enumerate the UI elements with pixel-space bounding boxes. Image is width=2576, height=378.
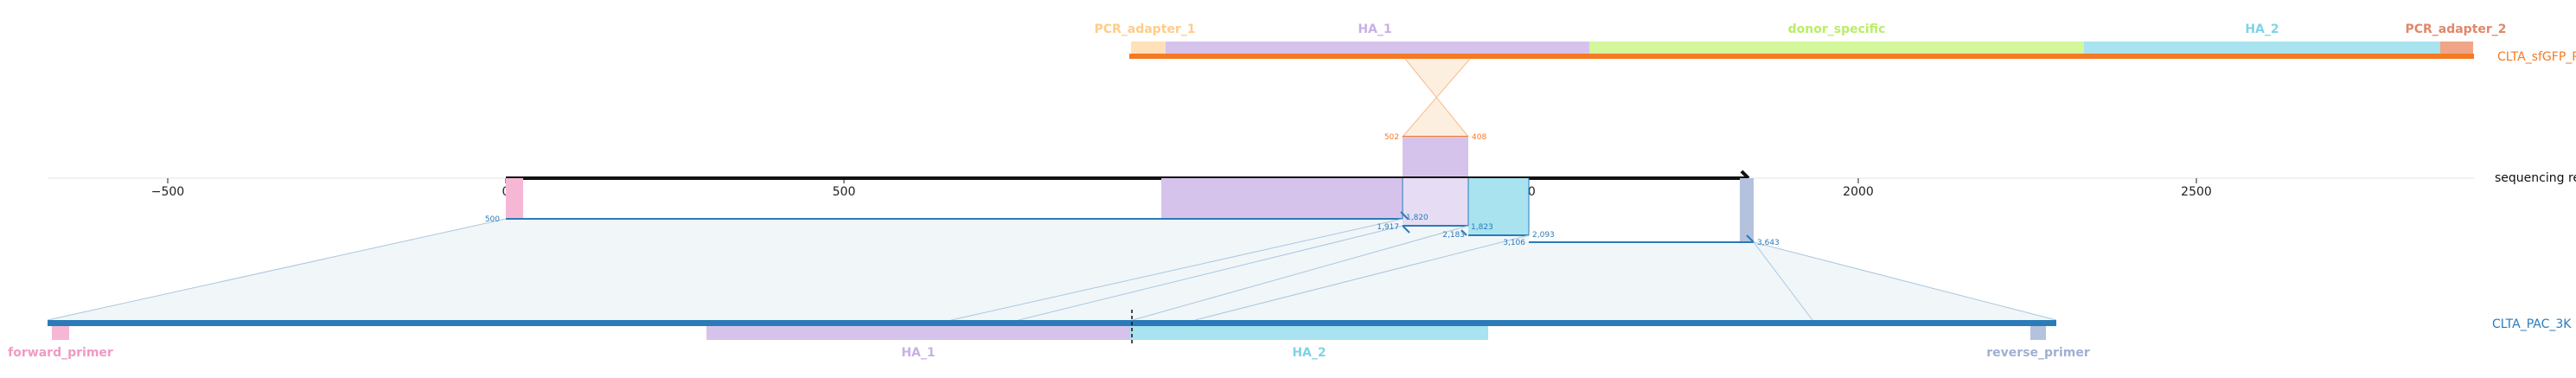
forward-primer-block — [52, 326, 69, 340]
ha-2-block-bottom — [1130, 326, 1488, 340]
sequencing-read: sequencing read — [506, 137, 2576, 185]
bottom-track: forward_primer HA_1 HA_2 reverse_primer … — [8, 310, 2572, 360]
ha-2-hit — [1468, 178, 1529, 235]
pos-label-top-left: 502 — [1384, 133, 1399, 142]
pos-label-a2: 1,917 — [1377, 223, 1399, 232]
axis-tick-label-0: −500 — [151, 185, 184, 199]
feature-label-reverse-primer: reverse_primer — [1986, 346, 2090, 360]
feature-label-pcr-adapter-2: PCR_adapter_2 — [2405, 22, 2506, 36]
forward-primer-hit — [506, 178, 523, 219]
top-track: PCR_adapter_1 HA_1 donor_specific HA_2 P… — [1094, 22, 2576, 64]
feature-label-ha-1-bottom: HA_1 — [901, 346, 935, 360]
feature-label-pcr-adapter-1: PCR_adapter_1 — [1094, 22, 1195, 36]
reverse-primer-block — [2030, 326, 2046, 340]
ha-1-hit-overlap — [1403, 178, 1468, 226]
ha-2-block-top — [2084, 42, 2440, 54]
feature-label-ha-2-bottom: HA_2 — [1292, 346, 1326, 360]
pos-label-a7: 3,643 — [1757, 239, 1780, 247]
pos-label-a3: 1,823 — [1471, 223, 1493, 232]
read-alignments: 500 1,820 1,917 1,823 2,183 2,093 3,106 … — [47, 178, 2057, 321]
pos-label-a5: 2,093 — [1532, 231, 1555, 240]
feature-label-forward-primer: forward_primer — [8, 346, 113, 360]
axis-tick-label-5: 2000 — [1843, 185, 1874, 199]
pos-label-a1: 1,820 — [1406, 214, 1429, 222]
pos-label-left-start: 500 — [485, 215, 500, 224]
track-label-top: CLTA_sfGFP_PCR — [2497, 50, 2576, 64]
track-label-bottom: CLTA_PAC_3K — [2492, 317, 2572, 331]
pos-label-top-right: 408 — [1472, 133, 1486, 142]
read-ha-1-block — [1403, 137, 1468, 178]
feature-label-ha-2-top: HA_2 — [2245, 22, 2279, 36]
pcr-adapter-2-block — [2440, 42, 2473, 54]
pos-label-a4: 2,183 — [1442, 231, 1465, 240]
axis-tick-label-6: 2500 — [2181, 185, 2212, 199]
top-connector: 502 408 — [1384, 58, 1486, 144]
pos-label-a6: 3,106 — [1503, 239, 1525, 247]
ha-1-hit — [1161, 178, 1403, 219]
top-track-bar — [1129, 54, 2474, 59]
track-label-middle: sequencing read — [2495, 171, 2576, 185]
feature-label-ha-1-top: HA_1 — [1358, 22, 1391, 36]
bottom-track-bar — [48, 320, 2056, 326]
ha-1-block-bottom — [706, 326, 1130, 340]
pcr-adapter-1-block — [1131, 42, 1166, 54]
feature-label-donor-specific: donor_specific — [1788, 22, 1886, 36]
donor-specific-block — [1589, 42, 2084, 54]
axis-tick-label-2: 500 — [833, 185, 856, 199]
ha-1-block-top — [1166, 42, 1589, 54]
reverse-primer-hit — [1740, 178, 1754, 242]
